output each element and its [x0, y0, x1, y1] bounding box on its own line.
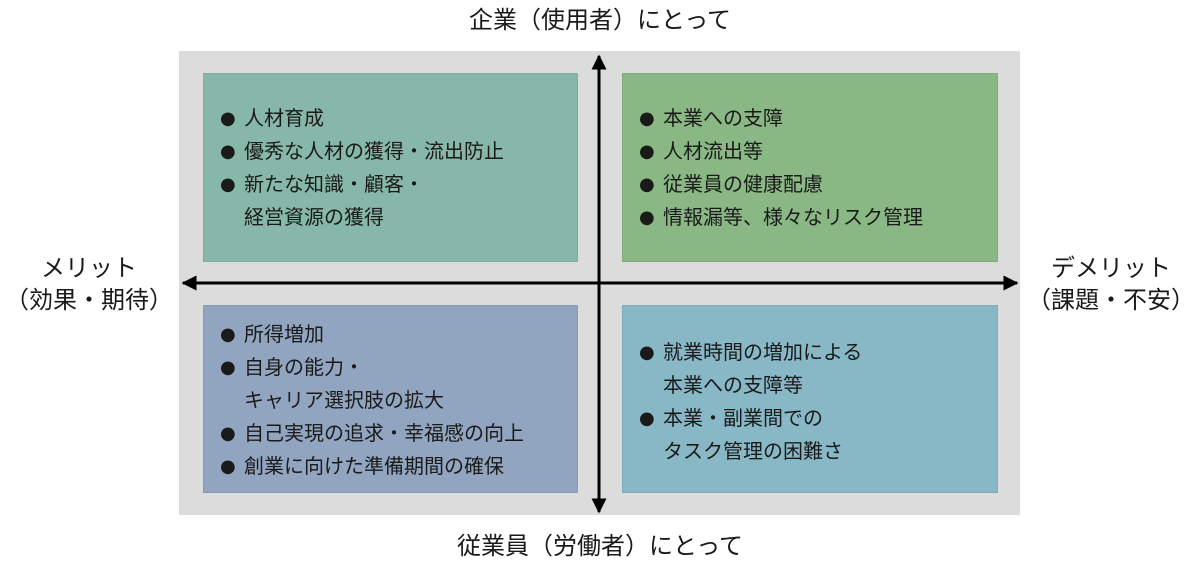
quadrant-list: ● 本業への支障 ● 人材流出等 ● 従業員の健康配慮 ● 情報漏等、様々なリスク管理: [637, 102, 979, 234]
bullet-icon: ●: [220, 141, 236, 162]
list-item: ● 人材流出等: [637, 135, 979, 168]
list-item: ● 新たな知識・顧客・経営資源の獲得: [218, 168, 559, 234]
quadrant-employer-demerits: ● 本業への支障 ● 人材流出等 ● 従業員の健康配慮 ● 情報漏等、様々なリスク管理: [622, 73, 998, 262]
left-axis-label-line2: （効果・期待）: [5, 286, 173, 314]
bullet-icon: ●: [639, 342, 655, 363]
right-axis-label-line2: （課題・不安）: [1027, 286, 1195, 314]
list-item-text: 情報漏等、様々なリスク管理: [663, 205, 923, 229]
quadrant-list: ● 人材育成 ● 優秀な人材の獲得・流出防止 ● 新たな知識・顧客・経営資源の獲得: [218, 102, 559, 234]
list-item-text: 自身の能力・: [244, 355, 364, 379]
bullet-icon: ●: [220, 174, 236, 195]
bullet-icon: ●: [220, 324, 236, 345]
list-item: ● 従業員の健康配慮: [637, 168, 979, 201]
quadrant-employee-demerits: ● 就業時間の増加による本業への支障等 ● 本業・副業間でのタスク管理の困難さ: [622, 305, 998, 493]
quadrant-employee-merits: ● 所得増加 ● 自身の能力・キャリア選択肢の拡大 ● 自己実現の追求・幸福感の向上 ● 創業…: [203, 305, 578, 493]
list-item: ● 人材育成: [218, 102, 559, 135]
list-item: ● 自己実現の追求・幸福感の向上: [218, 417, 559, 450]
list-item-text: 経営資源の獲得: [244, 205, 384, 229]
list-item-text: 就業時間の増加による: [663, 340, 863, 364]
list-item: ● 就業時間の増加による本業への支障等: [637, 336, 979, 402]
bullet-icon: ●: [220, 423, 236, 444]
list-item-text: 人材育成: [244, 106, 324, 130]
bullet-icon: ●: [639, 408, 655, 429]
list-item: ● 所得増加: [218, 318, 559, 351]
quadrant-employer-merits: ● 人材育成 ● 優秀な人材の獲得・流出防止 ● 新たな知識・顧客・経営資源の獲得: [203, 73, 578, 262]
list-item-text: 人材流出等: [663, 139, 763, 163]
left-axis-label-line1: メリット: [41, 254, 137, 282]
list-item: ● 本業への支障: [637, 102, 979, 135]
bullet-icon: ●: [220, 456, 236, 477]
list-item-text: タスク管理の困難さ: [663, 439, 843, 463]
list-item-text: 優秀な人材の獲得・流出防止: [244, 139, 504, 163]
list-item: ● 情報漏等、様々なリスク管理: [637, 201, 979, 234]
bullet-icon: ●: [639, 174, 655, 195]
list-item: ● 自身の能力・キャリア選択肢の拡大: [218, 351, 559, 417]
list-item-text: 従業員の健康配慮: [663, 172, 823, 196]
bottom-axis-label: 従業員（労働者）にとって: [456, 532, 744, 560]
bullet-icon: ●: [639, 207, 655, 228]
list-item-text: 新たな知識・顧客・: [244, 172, 424, 196]
list-item: ● 優秀な人材の獲得・流出防止: [218, 135, 559, 168]
list-item-text: 本業への支障等: [663, 373, 803, 397]
list-item-text: 本業・副業間での: [663, 406, 823, 430]
list-item-text: 所得増加: [244, 322, 324, 346]
left-axis-label: メリット （効果・期待）: [0, 252, 178, 316]
list-item-text: 自己実現の追求・幸福感の向上: [244, 421, 524, 445]
bullet-icon: ●: [220, 108, 236, 129]
list-item-text: キャリア選択肢の拡大: [244, 388, 444, 412]
bullet-icon: ●: [639, 108, 655, 129]
list-item: ● 創業に向けた準備期間の確保: [218, 450, 559, 483]
bullet-icon: ●: [639, 141, 655, 162]
top-axis-label: 企業（使用者）にとって: [468, 6, 732, 34]
right-axis-label: デメリット （課題・不安）: [1022, 252, 1200, 316]
quadrant-list: ● 所得増加 ● 自身の能力・キャリア選択肢の拡大 ● 自己実現の追求・幸福感の向上 ● 創業…: [218, 318, 559, 483]
quadrant-list: ● 就業時間の増加による本業への支障等 ● 本業・副業間でのタスク管理の困難さ: [637, 336, 979, 468]
right-axis-label-line1: デメリット: [1051, 254, 1171, 282]
list-item: ● 本業・副業間でのタスク管理の困難さ: [637, 402, 979, 468]
bullet-icon: ●: [220, 357, 236, 378]
list-item-text: 創業に向けた準備期間の確保: [244, 454, 504, 478]
list-item-text: 本業への支障: [663, 106, 783, 130]
